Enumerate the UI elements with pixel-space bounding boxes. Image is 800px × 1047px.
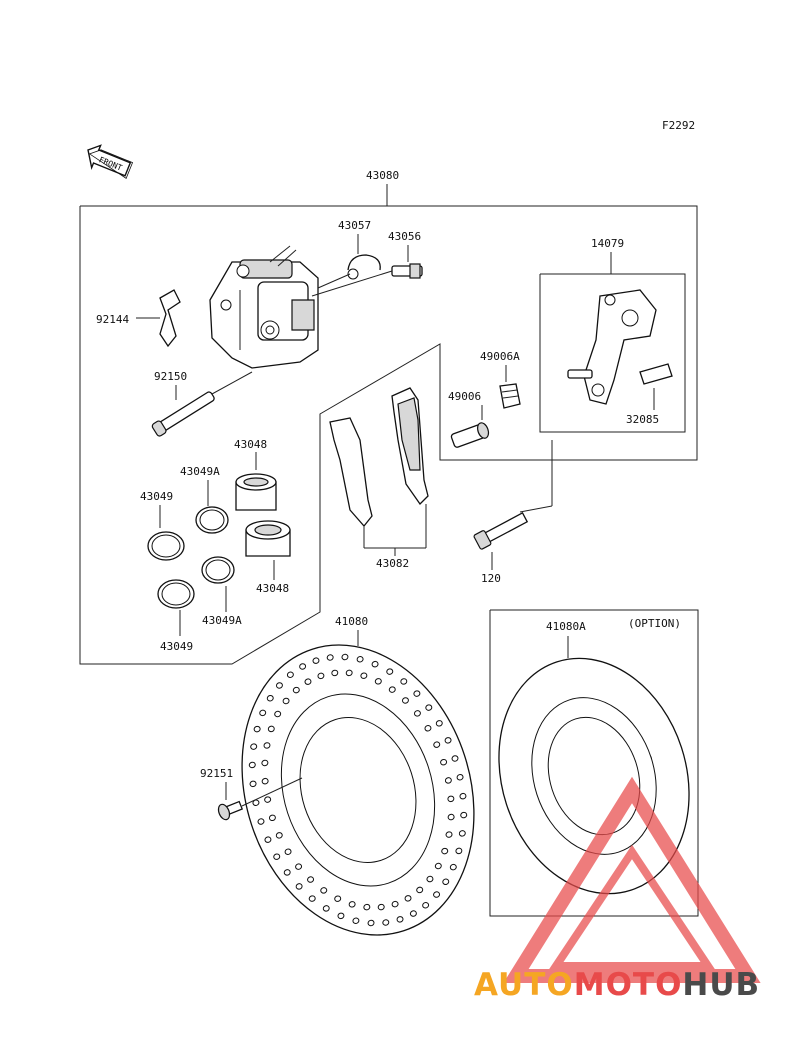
part-43049A-top: 43049A — [180, 465, 229, 534]
label-43048-top: 43048 — [234, 438, 267, 451]
label-49006A: 49006A — [480, 350, 520, 363]
label-41080: 41080 — [335, 615, 368, 628]
part-14079: 14079 — [539, 237, 686, 433]
label-120: 120 — [481, 572, 501, 585]
label-43049A-top: 43049A — [180, 465, 220, 478]
part-43049-top: 43049 — [140, 490, 185, 561]
label-43049-bottom: 43049 — [160, 640, 193, 653]
part-92144: 92144 — [96, 289, 181, 348]
label-14079: 14079 — [591, 237, 624, 250]
part-41080: 41080 — [241, 615, 475, 936]
watermark-logo — [503, 776, 761, 983]
front-arrow-icon: FRONT — [87, 144, 134, 179]
label-41080A: 41080A — [546, 620, 586, 633]
label-43080: 43080 — [366, 169, 399, 182]
label-43056: 43056 — [388, 230, 421, 243]
part-120: 120 — [473, 440, 553, 585]
label-49006: 49006 — [448, 390, 481, 403]
option-label: (OPTION) — [628, 617, 681, 630]
part-43082: 43082 — [329, 387, 429, 570]
label-43057: 43057 — [338, 219, 371, 232]
part-43057: 43057 — [317, 219, 381, 289]
part-32085: 32085 — [626, 363, 673, 426]
caliper-body — [209, 245, 319, 369]
watermark-part-2: MOTO — [574, 967, 683, 1003]
label-32085: 32085 — [626, 413, 659, 426]
part-43048-bottom: 43048 — [245, 520, 291, 595]
part-49006: 49006 — [448, 390, 490, 448]
caliper-assembly-outline: 43080 — [79, 169, 698, 665]
part-92151: 92151 — [200, 767, 303, 821]
label-43082: 43082 — [376, 557, 409, 570]
watermark-part-3: HUB — [682, 967, 760, 1003]
part-43048-top: 43048 — [234, 438, 277, 511]
label-43049A-bottom: 43049A — [202, 614, 242, 627]
label-43048-bottom: 43048 — [256, 582, 289, 595]
part-43049A-bottom: 43049A — [201, 556, 242, 627]
label-92144: 92144 — [96, 313, 129, 326]
part-43049-bottom: 43049 — [157, 579, 195, 653]
figure-code: F2292 — [662, 119, 695, 132]
label-92151: 92151 — [200, 767, 233, 780]
label-43049-top: 43049 — [140, 490, 173, 503]
part-92150: 92150 — [151, 370, 253, 437]
watermark-text: AUTOMOTOHUB — [474, 967, 760, 1003]
part-49006A: 49006A — [480, 350, 521, 409]
part-43056: 43056 — [311, 230, 423, 297]
watermark-part-1: AUTO — [474, 967, 574, 1003]
label-92150: 92150 — [154, 370, 187, 383]
